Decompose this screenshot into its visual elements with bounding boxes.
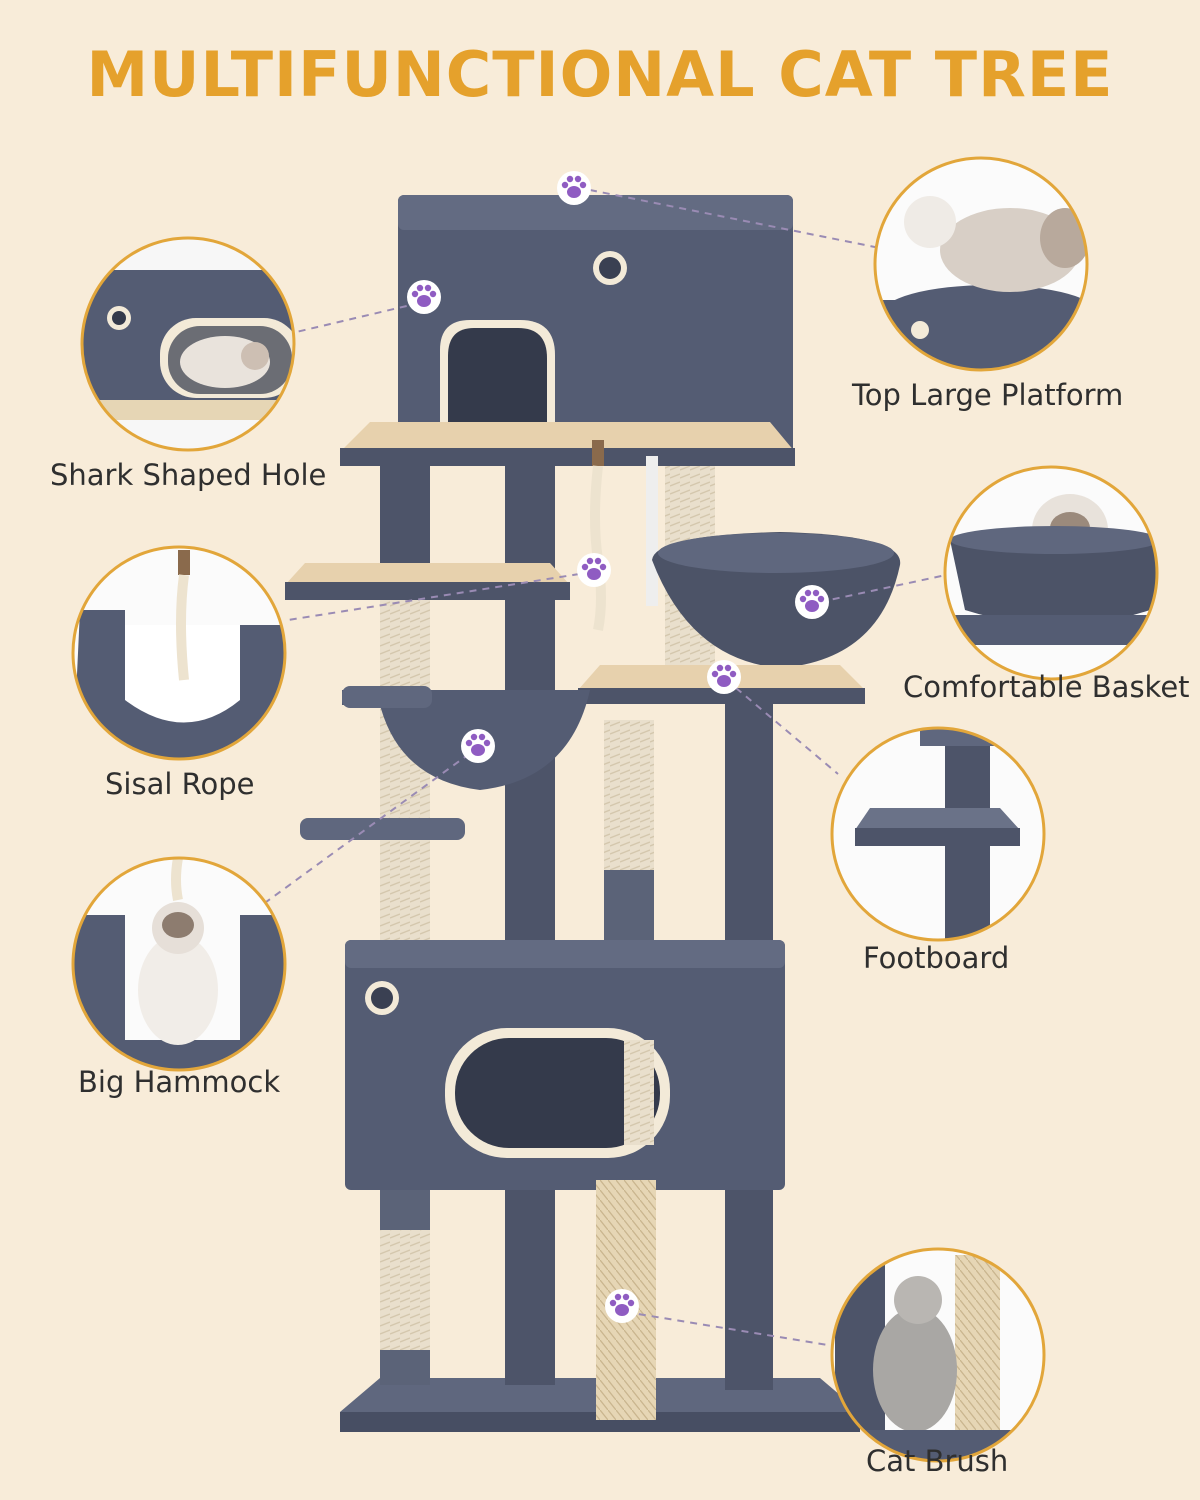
feature-label-comfortable-basket: Comfortable Basket [903,670,1190,704]
feature-circle-big-hammock [71,856,287,1072]
cat-photo [82,238,294,450]
feature-label-shark-shaped-hole: Shark Shaped Hole [50,458,327,492]
paw-icon [605,1289,639,1323]
sisal-post [380,1230,430,1350]
paw-icon [707,660,741,694]
post [380,1350,430,1385]
left-platform [285,563,570,585]
cat-photo [73,858,285,1070]
feature-circle-comfortable-basket [943,465,1159,681]
feature-circle-top-large-platform [873,156,1089,372]
cat-photo [945,467,1157,679]
tree-frame [285,195,901,1432]
feature-circle-cat-brush [830,1247,1046,1463]
sisal-post [604,720,654,870]
paw-icon [557,171,591,205]
cat-photo [875,158,1087,370]
leader-lines [261,189,947,1347]
feature-label-sisal-rope: Sisal Rope [105,767,255,801]
paw-icon [795,585,829,619]
paw-icon [407,280,441,314]
paw-icon [577,553,611,587]
top-platform [340,422,795,452]
feature-label-footboard: Footboard [863,941,1010,975]
feature-circle-sisal-rope [71,545,287,761]
page-title: MULTIFUNCTIONAL CAT TREE [86,38,1114,111]
feature-label-cat-brush: Cat Brush [866,1444,1009,1478]
small-step [300,818,465,840]
paw-icon [461,729,495,763]
feature-circle-footboard [830,726,1046,942]
feature-label-big-hammock: Big Hammock [78,1065,281,1099]
cat-photo [73,547,285,759]
feature-circle-shark-shaped-hole [80,236,296,452]
feature-label-top-large-platform: Top Large Platform [852,378,1124,412]
sisal-rope [590,465,606,631]
post [505,465,555,1385]
cat-photo [832,728,1044,940]
